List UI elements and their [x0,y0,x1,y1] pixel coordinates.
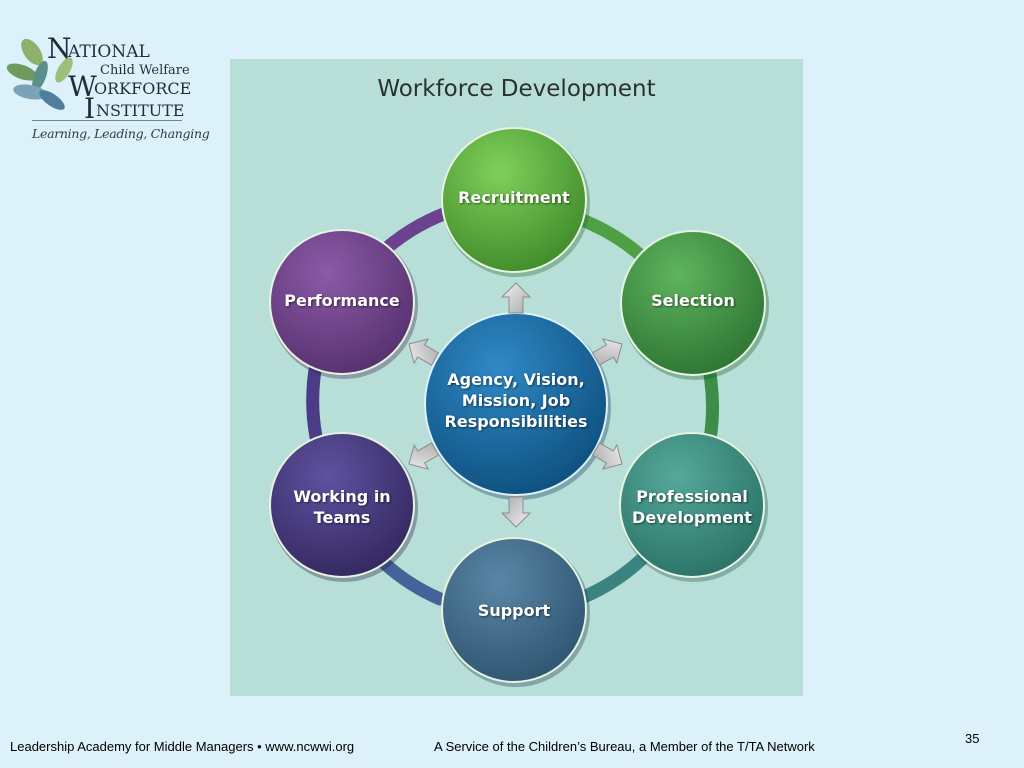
leaf-logo-icon [6,38,73,110]
workforce-development-diagram: Workforce Development Recruitment Select… [230,59,803,696]
node-center [424,312,611,500]
footer-right: A Service of the Children’s Bureau, a Me… [434,739,815,754]
arrow-to-working-in-teams [408,442,440,470]
logo-letter-n: N [47,32,72,65]
footer-left: Leadership Academy for Middle Managers •… [10,739,355,754]
diagram-title: Workforce Development [377,76,656,102]
logo-child-welfare: Child Welfare [100,63,190,78]
node-performance [269,229,418,379]
cycle-diagram [269,127,769,687]
label-working-in-teams: Working in Teams [293,487,391,527]
arrow-to-selection [591,338,623,366]
arrow-to-support [500,496,532,528]
arrow-to-professional-development [591,442,623,470]
logo-tagline: Learning, Leading, Changing [32,126,210,141]
label-selection: Selection [651,291,735,310]
logo-word-workforce: ORKFORCE [94,79,192,98]
logo-divider [32,120,182,121]
label-professional-development: Professional Development [632,487,752,527]
logo-letter-w: W [68,70,97,103]
arrow-to-performance [408,338,440,366]
logo-word-national: ATIONAL [68,42,150,62]
node-professional-development [619,432,768,582]
label-center: Agency, Vision, Mission, Job Responsibil… [444,370,588,431]
page-number: 35 [965,731,980,746]
ncwwi-logo: N ATIONAL Child Welfare W ORKFORCE I NST… [0,30,210,150]
label-support: Support [477,601,551,620]
label-recruitment: Recruitment [458,188,570,207]
node-recruitment [441,127,590,277]
arrows [408,282,623,528]
label-performance: Performance [284,291,400,310]
node-selection [620,230,769,380]
arrow-to-recruitment [500,282,532,314]
logo-letter-i: I [84,92,96,125]
node-working-in-teams [269,432,418,582]
node-support [441,537,590,687]
logo-word-institute: NSTITUTE [96,101,185,120]
